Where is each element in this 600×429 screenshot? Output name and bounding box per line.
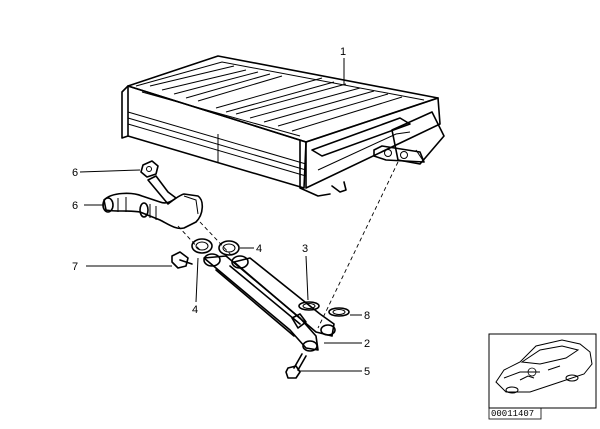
alignment-line: [317, 161, 399, 329]
callout-8: 8: [364, 310, 370, 322]
screw-lower[interactable]: [285, 353, 307, 379]
reference-number: 00011407: [491, 409, 534, 419]
alignment-line: [199, 221, 233, 257]
pipe-assembly[interactable]: [203, 253, 336, 352]
callout-5: 5: [364, 366, 370, 378]
callout-3: 3: [302, 243, 308, 255]
callout-4-lower: 4: [192, 304, 198, 316]
pipe-connector-elbow[interactable]: [102, 175, 204, 230]
leader-lines: [79, 58, 362, 372]
callout-2: 2: [364, 338, 370, 350]
heater-core[interactable]: [121, 55, 445, 197]
seal-rings-lower[interactable]: [298, 301, 350, 317]
callout-4-upper: 4: [256, 243, 262, 255]
vehicle-inset: 00011407: [488, 333, 597, 420]
callout-6-upper: 6: [72, 167, 78, 179]
callout-6-lower: 6: [72, 200, 78, 212]
bolt-upper[interactable]: [171, 251, 193, 269]
nut[interactable]: [140, 160, 159, 178]
alignment-line: [177, 225, 201, 251]
seal-rings-upper[interactable]: [191, 238, 240, 256]
callout-1: 1: [340, 46, 346, 58]
callout-7: 7: [72, 261, 78, 273]
